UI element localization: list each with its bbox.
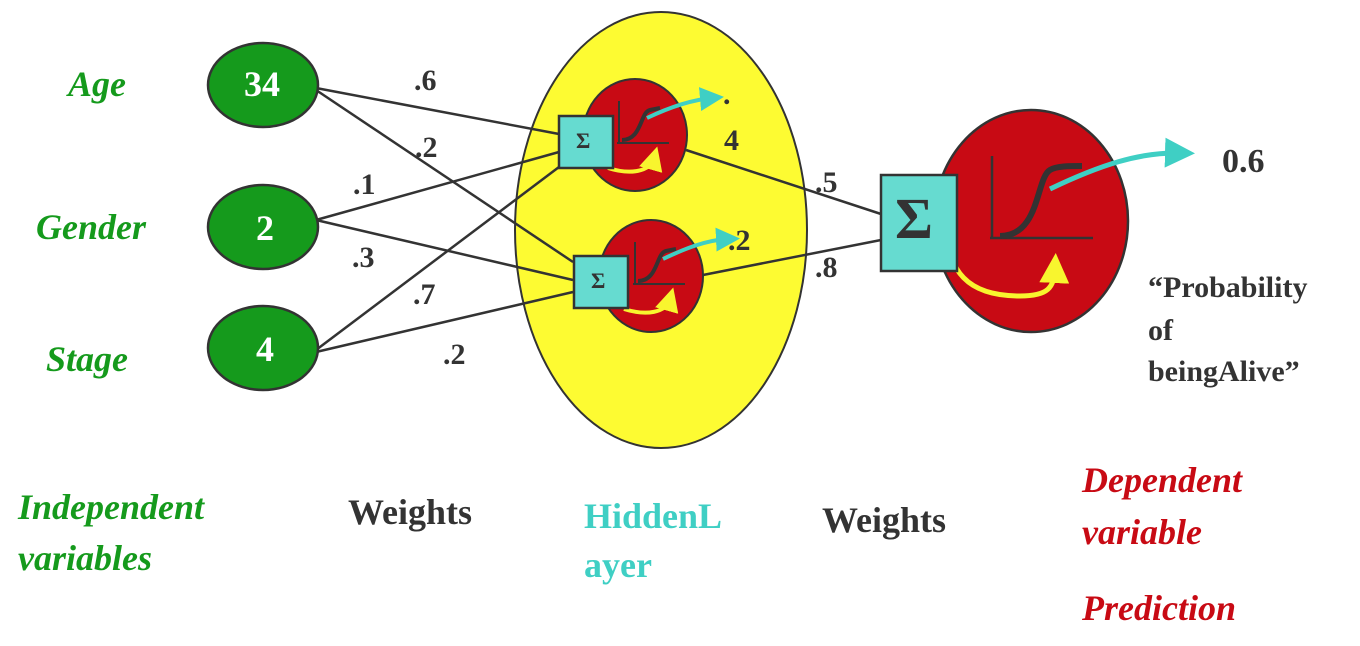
output-caption-line-3: beingAlive” bbox=[1148, 355, 1300, 388]
edge-stage-h1 bbox=[315, 166, 560, 351]
weight-stage-h1: .7 bbox=[413, 278, 436, 311]
input-label-stage: Stage bbox=[46, 339, 129, 379]
sum-symbol-h2: Σ bbox=[591, 268, 606, 293]
edge-age-h2 bbox=[315, 88, 574, 264]
output-value: 0.6 bbox=[1222, 143, 1265, 180]
edge-age-h1 bbox=[315, 86, 560, 136]
weight-age-h1: .6 bbox=[414, 64, 437, 97]
sigmoid-icon bbox=[637, 247, 677, 283]
hidden-neuron-2 bbox=[572, 219, 740, 333]
input-connections bbox=[315, 86, 574, 354]
input-value-age: 34 bbox=[244, 64, 280, 104]
input-arrow-icon bbox=[623, 287, 679, 315]
edge-stage-h2 bbox=[315, 290, 574, 354]
input-label-age: Age bbox=[68, 64, 126, 104]
edge-h1-out bbox=[685, 148, 882, 216]
input-node-age bbox=[206, 41, 320, 129]
edge-gender-h2 bbox=[315, 218, 574, 282]
sum-symbol-h1: Σ bbox=[576, 128, 591, 153]
output-neuron bbox=[879, 108, 1195, 334]
weight-age-h2: .2 bbox=[415, 131, 438, 164]
legend-prediction: Prediction bbox=[1082, 588, 1236, 628]
input-node-gender bbox=[206, 183, 320, 271]
sigmoid-icon bbox=[621, 106, 661, 142]
legend-hidden-line-1: HiddenL bbox=[584, 496, 723, 536]
hidden-2-output: .2 bbox=[728, 224, 751, 257]
edge-gender-h1 bbox=[315, 150, 560, 222]
sum-box bbox=[879, 173, 959, 273]
hidden-1-output-dot: . bbox=[723, 78, 731, 111]
legend-independent-line-1: Independent bbox=[18, 487, 205, 527]
output-arrow-icon bbox=[1048, 137, 1195, 192]
sum-symbol-output: Σ bbox=[895, 186, 933, 251]
legend-independent-line-2: variables bbox=[18, 538, 152, 578]
sum-box bbox=[572, 254, 630, 310]
legend-dependent-line-2: variable bbox=[1082, 512, 1202, 552]
output-arrow-icon bbox=[646, 87, 724, 120]
input-value-stage: 4 bbox=[256, 329, 274, 369]
legend-weights-1: Weights bbox=[348, 492, 473, 532]
legend-weights-2: Weights bbox=[822, 500, 947, 540]
weight-gender-h1: .1 bbox=[353, 168, 376, 201]
input-label-gender: Gender bbox=[36, 207, 146, 247]
weight-gender-h2: .3 bbox=[352, 241, 375, 274]
output-connections bbox=[685, 148, 882, 277]
output-caption-line-2: of bbox=[1148, 314, 1173, 347]
hidden-neuron-1 bbox=[557, 78, 724, 192]
legend-dependent-line-1: Dependent bbox=[1082, 460, 1242, 500]
sigmoid-icon bbox=[999, 163, 1083, 239]
sum-box bbox=[557, 114, 615, 170]
weight-stage-h2: .2 bbox=[443, 338, 466, 371]
weight-h2-out: .8 bbox=[815, 251, 838, 284]
output-caption-line-1: “Probability bbox=[1148, 271, 1308, 304]
weight-h1-out: .5 bbox=[815, 166, 838, 199]
output-arrow-icon bbox=[662, 227, 740, 261]
hidden-1-output-digit: 4 bbox=[724, 124, 739, 157]
input-value-gender: 2 bbox=[256, 208, 274, 248]
input-node-stage bbox=[206, 304, 320, 392]
edge-h2-out bbox=[702, 238, 882, 277]
legend-hidden-line-2: ayer bbox=[584, 545, 652, 585]
input-arrow-icon bbox=[607, 146, 663, 174]
